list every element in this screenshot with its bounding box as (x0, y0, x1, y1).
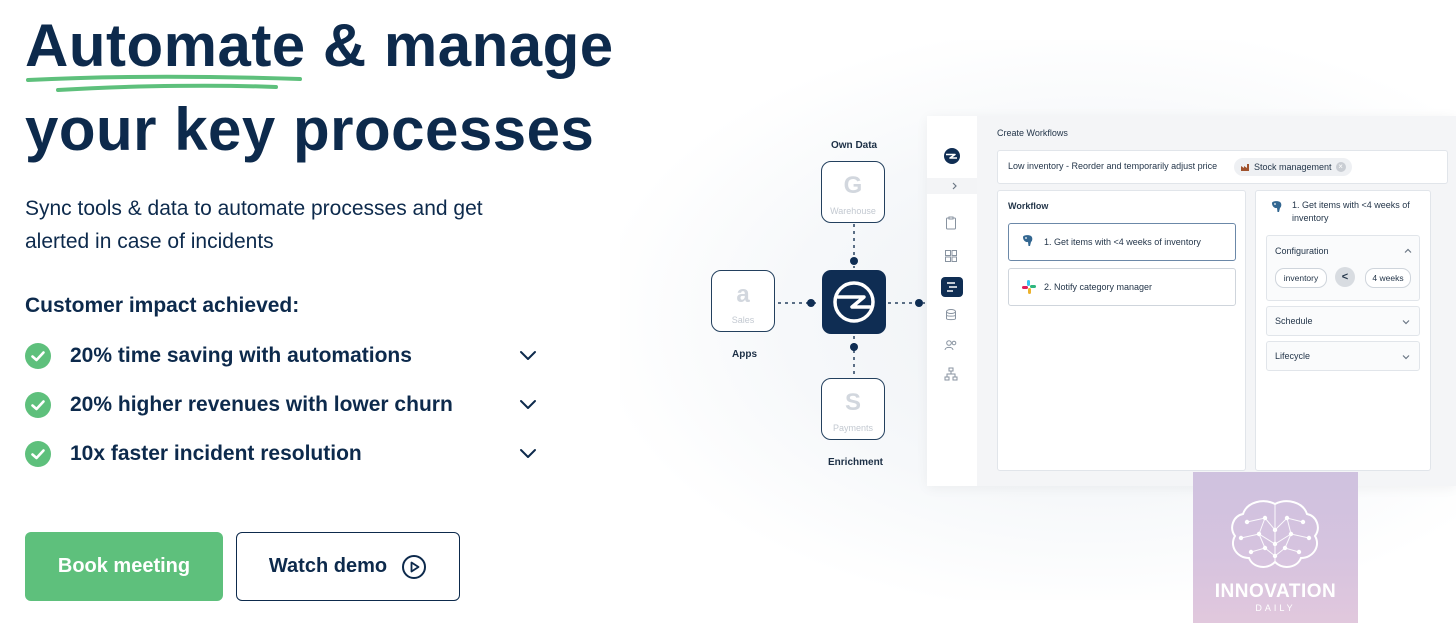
configuration-label: Configuration (1275, 246, 1329, 256)
impact-item-label: 20% time saving with automations (70, 344, 412, 367)
chevron-down-icon[interactable] (518, 443, 538, 463)
amazon-icon: a (736, 281, 750, 308)
own-data-label: Own Data (831, 140, 878, 151)
book-meeting-label: Book meeting (57, 555, 191, 577)
page-title: Create Workflows (997, 128, 1068, 138)
schedule-section[interactable]: Schedule (1266, 306, 1420, 336)
chevron-down-icon[interactable] (518, 345, 538, 365)
hero-title-line-1: Automate & manage (25, 12, 614, 79)
chevron-down-icon[interactable] (518, 394, 538, 414)
hero-title-line-2: your key processes (25, 96, 595, 163)
impact-item-label: 20% higher revenues with lower churn (70, 393, 453, 416)
network-icon[interactable] (944, 367, 958, 381)
impact-heading: Customer impact achieved: (25, 294, 300, 317)
apps-label: Apps (732, 349, 757, 360)
tag-label: Stock management (1254, 162, 1332, 172)
database-icon[interactable] (944, 308, 958, 322)
workflow-panel: Workflow 1. Get items with <4 weeks of i… (997, 190, 1246, 471)
warehouse-icon: G (843, 172, 863, 199)
impact-item-incident[interactable]: 10x faster incident resolution (25, 439, 545, 469)
play-circle-icon (402, 554, 427, 579)
workflow-name-bar[interactable]: Low inventory - Reorder and temporarily … (997, 150, 1448, 184)
workflow-name: Low inventory - Reorder and temporarily … (1008, 161, 1218, 171)
watch-demo-label: Watch demo (268, 555, 388, 577)
check-icon (25, 343, 51, 369)
hero-subtitle: Sync tools & data to automate processes … (25, 197, 483, 253)
impact-item-revenue[interactable]: 20% higher revenues with lower churn (25, 390, 545, 420)
workflow-step-notify[interactable]: 2. Notify category manager (1008, 268, 1236, 306)
clipboard-icon[interactable] (944, 216, 958, 230)
hub-logo (822, 270, 886, 334)
factory-icon (1241, 164, 1249, 171)
warehouse-node-label: Warehouse (830, 206, 876, 216)
chevron-down-icon[interactable] (1401, 317, 1411, 327)
chevron-down-icon[interactable] (1401, 352, 1411, 362)
slack-icon (1022, 280, 1036, 294)
postgres-icon (1023, 235, 1033, 246)
workflow-app-window: Create Workflows Low inventory - Reorder… (927, 116, 1456, 486)
watermark-title: INNOVATION (1214, 581, 1337, 602)
step-detail-title: 1. Get items with <4 weeks of inventory (1292, 200, 1410, 223)
workflow-step-get-items[interactable]: 1. Get items with <4 weeks of inventory (1008, 223, 1236, 261)
book-meeting-button[interactable]: Book meeting (25, 532, 223, 601)
close-icon[interactable]: × (1335, 162, 1346, 172)
enrichment-label: Enrichment (828, 457, 884, 468)
sales-node-label: Sales (731, 315, 755, 325)
lifecycle-label: Lifecycle (1275, 351, 1311, 361)
step-detail-panel: 1. Get items with <4 weeks of inventory … (1255, 190, 1431, 471)
users-icon[interactable] (944, 338, 958, 352)
watch-demo-button[interactable]: Watch demo (236, 532, 460, 601)
impact-item-time-saving[interactable]: 20% time saving with automations (25, 341, 545, 371)
dashboard-icon[interactable] (944, 249, 958, 263)
app-sidebar (927, 116, 977, 486)
workflow-heading: Workflow (1008, 201, 1049, 211)
step-label: 2. Notify category manager (1044, 282, 1153, 292)
payments-node: S Payments (821, 378, 885, 440)
sidebar-expand-icon[interactable] (927, 178, 977, 194)
app-logo-icon (944, 148, 960, 164)
payments-node-label: Payments (832, 423, 874, 433)
chevron-up-icon[interactable] (1403, 246, 1413, 256)
innovation-daily-watermark: INNOVATION DAILY (1193, 472, 1358, 623)
sales-node: a Sales (711, 270, 775, 332)
lifecycle-section[interactable]: Lifecycle (1266, 341, 1420, 371)
config-value-pill[interactable]: 4 weeks (1365, 268, 1411, 288)
schedule-label: Schedule (1275, 316, 1313, 326)
stock-management-tag[interactable]: Stock management × (1234, 158, 1352, 176)
configuration-section[interactable]: Configuration inventory < 4 weeks (1266, 235, 1420, 301)
brand-logo-icon (833, 281, 875, 323)
postgres-icon (1272, 201, 1282, 212)
stripe-icon: S (844, 389, 861, 416)
check-icon (25, 392, 51, 418)
check-icon (25, 441, 51, 467)
step-label: 1. Get items with <4 weeks of inventory (1044, 237, 1201, 247)
warehouse-node: G Warehouse (821, 161, 885, 223)
impact-item-label: 10x faster incident resolution (70, 442, 362, 465)
brain-icon (1231, 500, 1319, 568)
title-underline-stroke (26, 74, 302, 92)
config-field-pill[interactable]: inventory (1275, 268, 1327, 288)
workflow-icon[interactable] (941, 277, 963, 297)
config-operator[interactable]: < (1335, 267, 1355, 287)
watermark-subtitle: DAILY (1255, 603, 1296, 613)
